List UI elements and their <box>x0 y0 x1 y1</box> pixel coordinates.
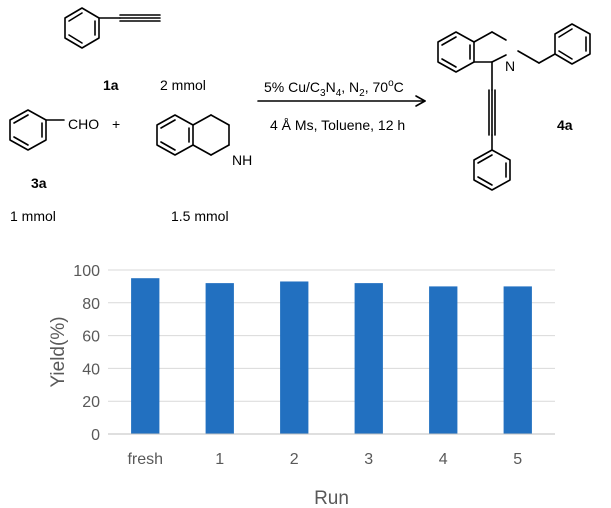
reactant-3a-label: 3a <box>31 175 47 191</box>
x-tick-label: fresh <box>127 451 163 468</box>
aldehyde-group-label: CHO <box>68 116 99 132</box>
conditions-line-2: 4 Å Ms, Toluene, 12 h <box>270 117 405 133</box>
y-axis-ticks: 0 20 40 60 80 100 <box>73 263 100 444</box>
chart-gridlines <box>108 269 555 402</box>
product-4a-label: 4a <box>557 117 573 133</box>
benzaldehyde-structure <box>9 109 65 151</box>
y-axis-title: Yield(%) <box>48 316 69 387</box>
amine-nh-label: NH <box>232 152 252 168</box>
y-tick-label: 0 <box>91 427 100 444</box>
x-tick-label: 4 <box>439 451 448 468</box>
x-tick-label: 5 <box>513 451 522 468</box>
bar-3 <box>354 283 383 434</box>
y-tick-label: 20 <box>82 394 100 411</box>
chart-bars <box>131 278 532 434</box>
x-tick-label: 3 <box>364 451 373 468</box>
reaction-arrow <box>257 95 426 107</box>
tetrahydroisoquinoline-structure <box>156 114 230 156</box>
reaction-scheme: 1a 2 mmol CHO + NH 3a 1 mmol 1.5 mmol 5%… <box>9 7 591 224</box>
x-axis-title: Run <box>314 488 349 508</box>
reactant-3a-amount: 1 mmol <box>10 208 56 224</box>
y-tick-label: 100 <box>73 263 100 280</box>
reactant-1a-amount: 2 mmol <box>160 77 206 93</box>
product-structure <box>437 23 591 191</box>
bar-1 <box>205 283 234 434</box>
amine-amount: 1.5 mmol <box>171 208 229 224</box>
bar-5 <box>503 286 532 434</box>
x-axis-ticks: fresh 1 2 3 4 5 <box>127 451 522 468</box>
bar-2 <box>280 281 309 434</box>
x-tick-label: 2 <box>290 451 299 468</box>
conditions-line-1: 5% Cu/C3N4, N2, 70oC <box>264 78 404 99</box>
yield-bar-chart: 0 20 40 60 80 100 fresh 1 2 3 4 5 Yield(%) Run <box>48 263 555 508</box>
product-n-atom: N <box>505 58 515 74</box>
y-tick-label: 60 <box>82 329 100 346</box>
plus-sign: + <box>112 116 120 132</box>
y-tick-label: 40 <box>82 361 100 378</box>
y-tick-label: 80 <box>82 296 100 313</box>
x-tick-label: 1 <box>215 451 224 468</box>
reactant-1a-label: 1a <box>103 77 119 93</box>
phenylacetylene-structure <box>64 7 161 49</box>
bar-4 <box>429 286 458 434</box>
bar-fresh <box>131 278 160 434</box>
